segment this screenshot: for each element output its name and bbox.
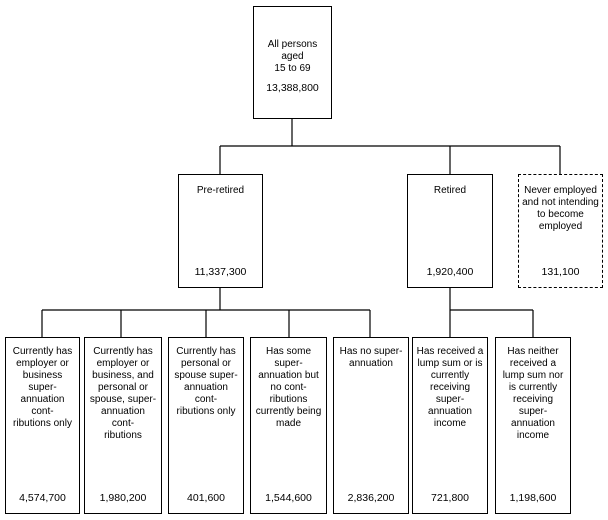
category-label: Currently has employer or business super… [12,346,73,429]
pre-retired-value: 11,337,300 [194,266,247,278]
retired-value: 1,920,400 [426,266,474,278]
category-label: Has some super- annuation but no cont- r… [255,346,322,429]
pre-retired-node: Pre-retired 11,337,300 [178,174,263,288]
category-value: 1,544,600 [265,492,312,504]
category-node: Has no super- annuation 2,836,200 [333,337,409,514]
category-value: 2,836,200 [347,492,395,504]
category-node: Currently has personal or spouse super- … [168,337,244,514]
category-label: Currently has employer or business, and … [89,346,157,441]
category-label: Has received a lump sum or is currently … [416,346,484,429]
category-label: Has no super- annuation [339,346,403,369]
retired-label: Retired [433,185,467,196]
never-employed-value: 131,100 [541,266,580,278]
category-value: 721,800 [431,492,469,504]
root-node: All persons aged 15 to 69 13,388,800 [253,6,332,119]
category-value: 1,198,600 [509,492,557,504]
never-employed-node: Never employed and not intending to beco… [518,174,603,288]
category-node: Has some super- annuation but no cont- r… [250,337,327,514]
category-node: Currently has employer or business super… [5,337,80,514]
root-value: 13,388,800 [266,82,319,94]
category-value: 4,574,700 [19,492,66,504]
never-employed-label: Never employed and not intending to beco… [522,185,599,232]
category-value: 401,600 [187,492,225,504]
category-node: Currently has employer or business, and … [84,337,162,514]
category-value: 1,980,200 [99,492,147,504]
category-node: Has neither received a lump sum nor is c… [495,337,571,514]
retired-node: Retired 1,920,400 [407,174,493,288]
root-label: All persons aged 15 to 69 [267,39,318,74]
category-label: Currently has personal or spouse super- … [174,346,238,417]
category-node: Has received a lump sum or is currently … [412,337,488,514]
category-label: Has neither received a lump sum nor is c… [502,346,564,441]
pre-retired-label: Pre-retired [196,185,245,196]
